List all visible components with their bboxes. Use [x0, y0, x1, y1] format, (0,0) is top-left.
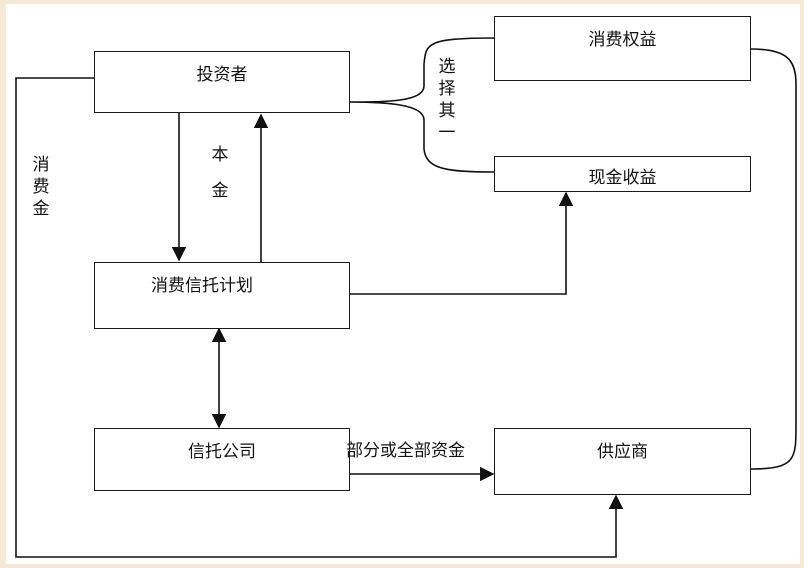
cash-returns-box: 现金收益: [494, 156, 751, 192]
principal-char-2: 金: [211, 181, 229, 201]
choose-one-brace: [345, 37, 495, 173]
diagram-canvas: 投资者 消费权益 现金收益 消费信托计划 信托公司 供应商 本 金 消 费 金 …: [6, 4, 800, 564]
consumption-rights-box: 消费权益: [494, 16, 751, 81]
trust-company-label: 信托公司: [188, 442, 256, 462]
supplier-box: 供应商: [494, 428, 751, 495]
partial-or-all-funds-label: 部分或全部资金: [346, 441, 465, 461]
consumption-fund-char-2: 费: [32, 177, 50, 197]
principal-label: 本 金: [209, 144, 231, 202]
consumption-rights-label: 消费权益: [588, 30, 657, 50]
trust-company-box: 信托公司: [94, 428, 350, 491]
trust-plan-box: 消费信托计划: [94, 262, 350, 329]
arrow-consumption-fund: [15, 77, 624, 558]
choose-char-2: 择: [438, 79, 456, 99]
investor-box: 投资者: [94, 51, 350, 113]
trust-plan-label: 消费信托计划: [151, 276, 253, 296]
consumption-fund-char-3: 金: [32, 199, 50, 219]
connector-supplier-to-rights: [750, 48, 797, 470]
choose-char-3: 其: [438, 101, 456, 121]
consumption-fund-label: 消 费 金: [30, 154, 52, 220]
connector-layer: [15, 37, 797, 558]
investor-label: 投资者: [196, 65, 248, 85]
cash-returns-label: 现金收益: [588, 168, 657, 188]
arrow-plan-to-cash: [350, 191, 574, 295]
choose-char-4: 一: [438, 123, 456, 143]
choose-one-label: 选 择 其 一: [436, 56, 458, 144]
consumption-fund-char-1: 消: [32, 155, 50, 175]
principal-char-1: 本: [211, 145, 229, 165]
supplier-label: 供应商: [597, 442, 648, 462]
choose-char-1: 选: [438, 57, 456, 77]
